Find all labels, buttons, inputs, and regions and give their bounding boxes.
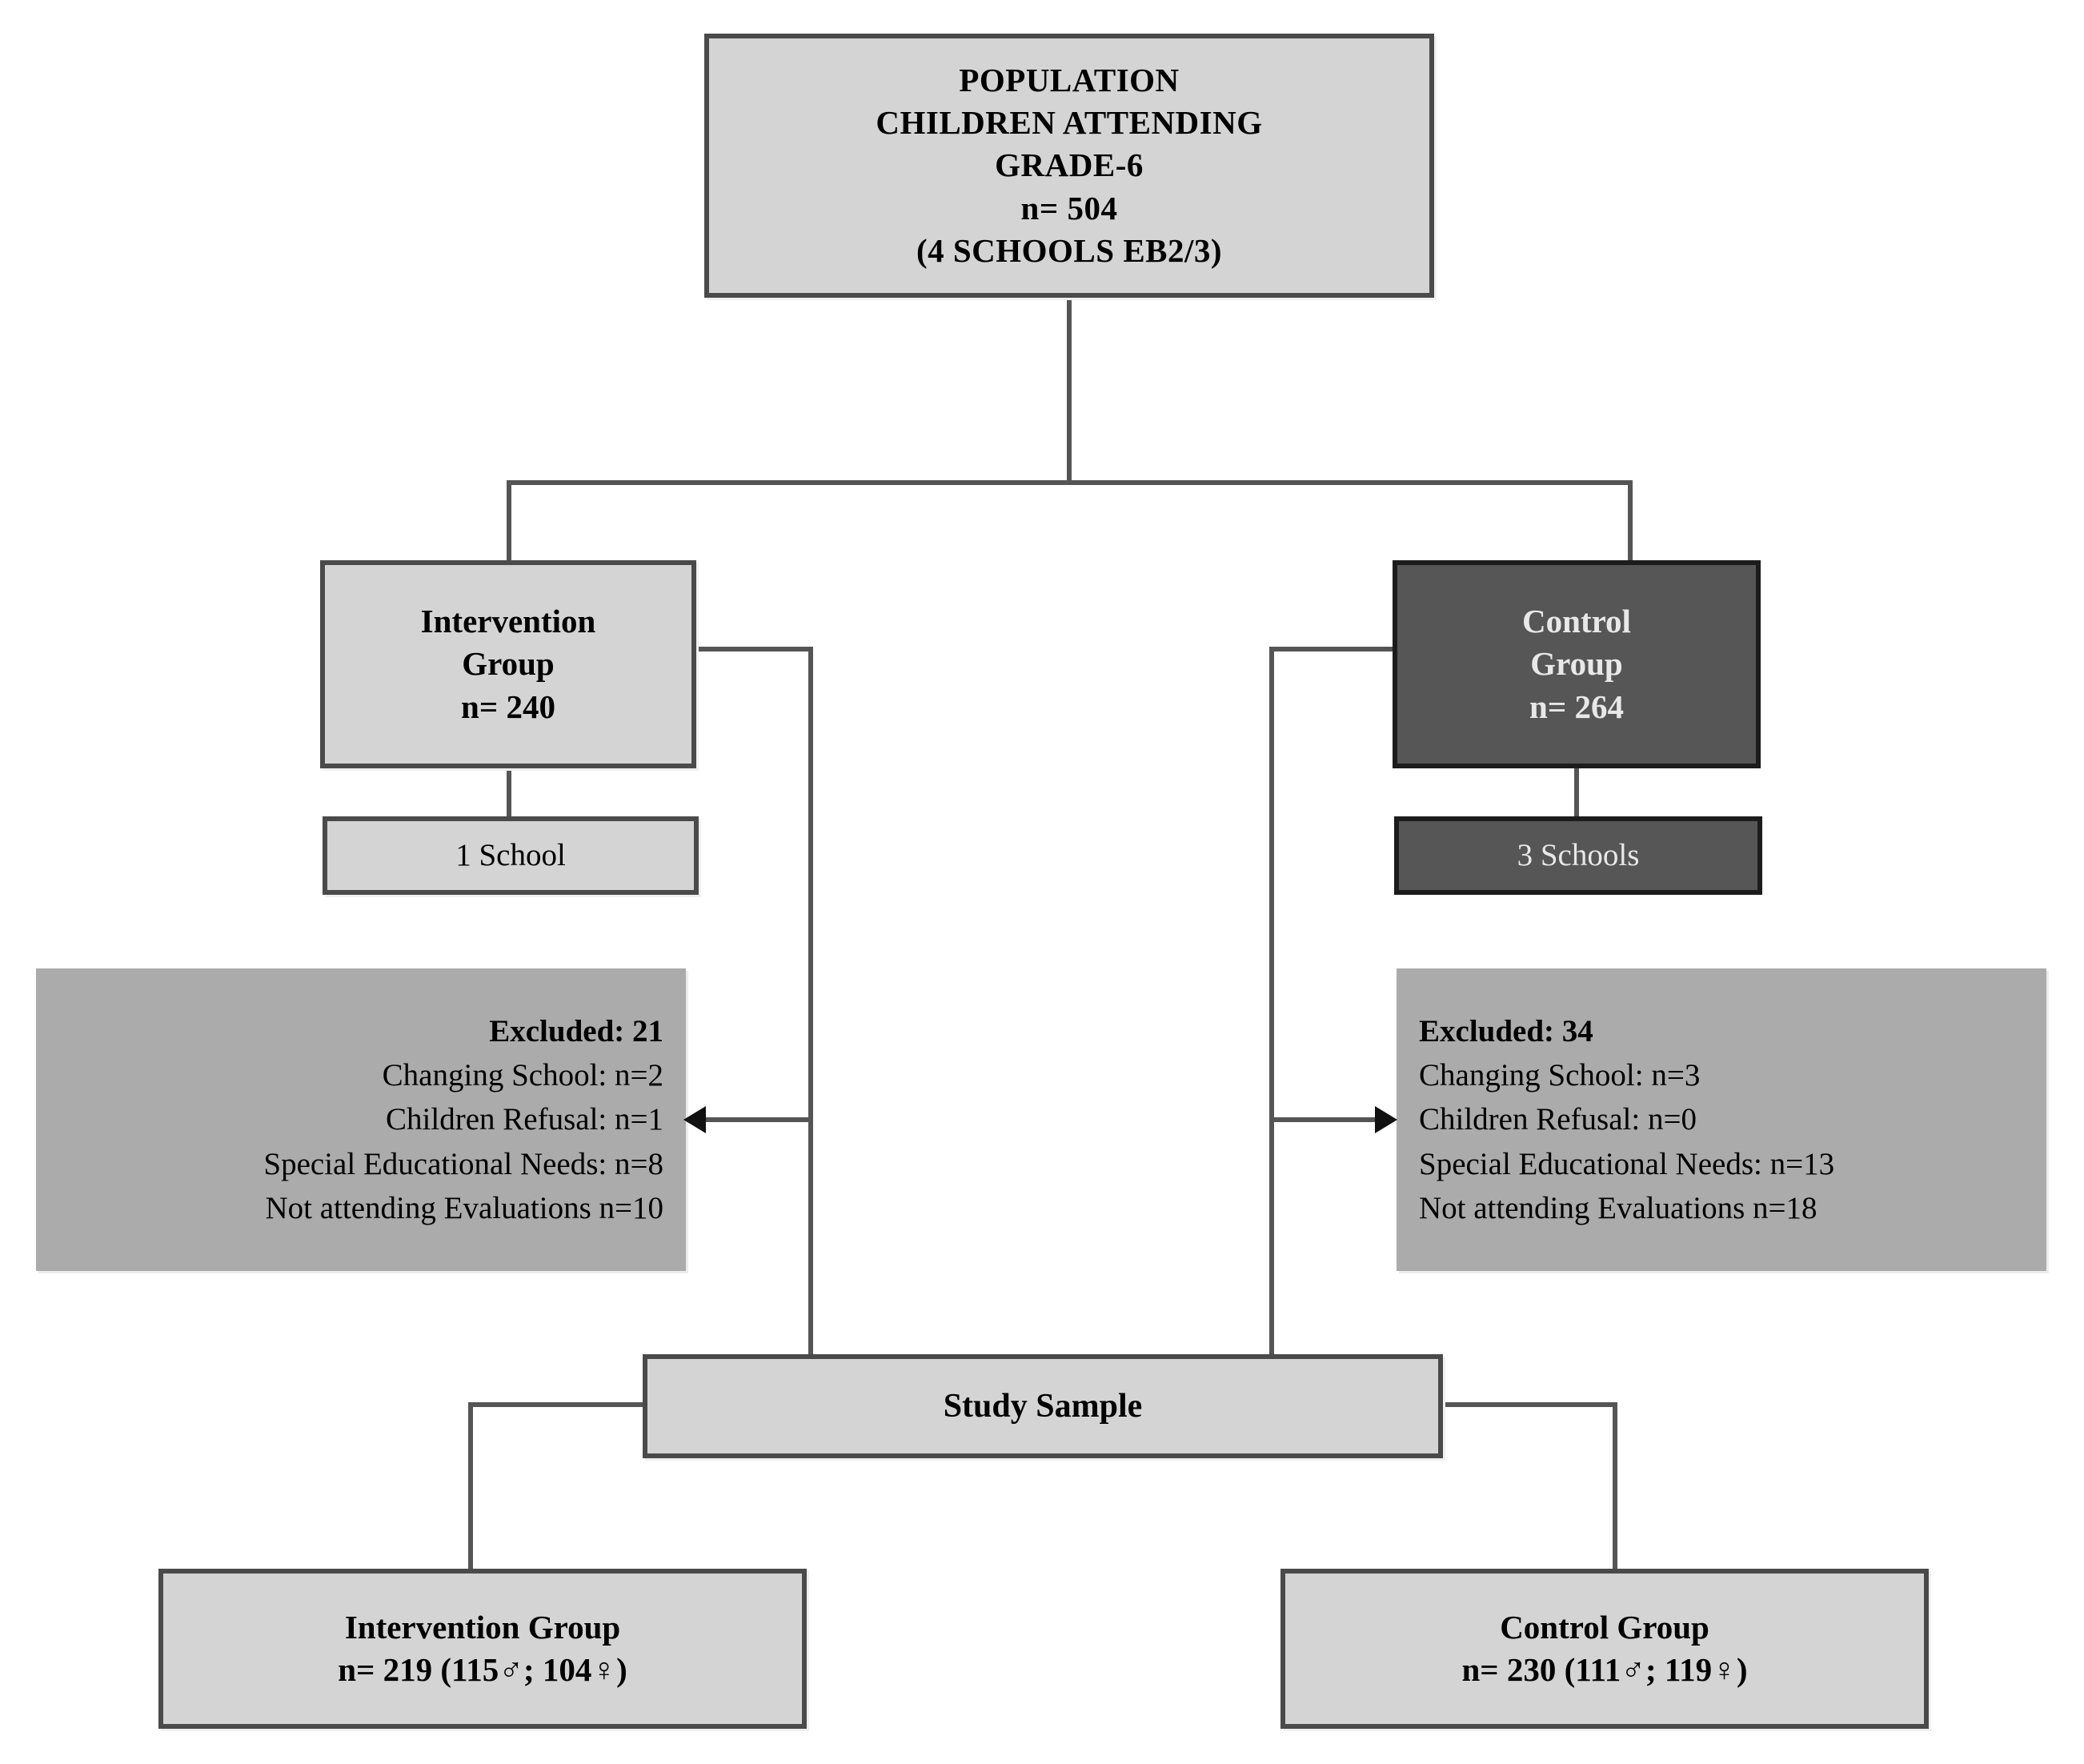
- connector-arrow-line-left: [703, 1117, 812, 1122]
- control-group-box: Control Group n= 264: [1393, 560, 1761, 768]
- population-line-1: POPULATION: [959, 61, 1180, 98]
- control-line-3: n= 264: [1529, 688, 1624, 725]
- excluded-right-header: Excluded: 34: [1419, 1013, 1593, 1048]
- control-schools-label: 3 Schools: [1517, 837, 1640, 872]
- population-line-3: GRADE-6: [995, 146, 1144, 184]
- connector-sample-right-out: [1438, 1402, 1617, 1407]
- intervention-schools-label: 1 School: [455, 837, 566, 872]
- final-control-group-box: Control Group n= 230 (111♂; 119♀): [1280, 1569, 1929, 1729]
- intervention-line-3: n= 240: [461, 688, 555, 725]
- control-line-1: Control: [1522, 603, 1631, 640]
- connector-intervention-side-out: [695, 647, 813, 651]
- final-control-line-2: n= 230 (111♂; 119♀): [1461, 1651, 1748, 1688]
- study-sample-box: Study Sample: [643, 1354, 1443, 1458]
- arrow-to-excluded-left-icon: [683, 1106, 706, 1133]
- connector-arrow-line-right: [1269, 1117, 1378, 1122]
- connector-bus-to-control: [1628, 480, 1633, 563]
- population-line-4: n= 504: [1020, 189, 1118, 227]
- final-intervention-line-1: Intervention Group: [344, 1608, 621, 1646]
- study-sample-label: Study Sample: [943, 1387, 1143, 1425]
- excluded-left-box: Excluded: 21 Changing School: n=2 Childr…: [36, 968, 686, 1271]
- final-control-line-1: Control Group: [1500, 1608, 1709, 1646]
- excluded-left-header: Excluded: 21: [489, 1013, 663, 1048]
- population-box: POPULATION CHILDREN ATTENDING GRADE-6 n=…: [704, 34, 1434, 298]
- intervention-line-2: Group: [462, 645, 555, 683]
- excluded-right-reason-3: Special Educational Needs: n=13: [1419, 1146, 1835, 1181]
- excluded-right-reason-1: Changing School: n=3: [1419, 1057, 1701, 1092]
- excluded-right-box: Excluded: 34 Changing School: n=3 Childr…: [1397, 968, 2046, 1271]
- connector-control-to-schools: [1574, 767, 1579, 818]
- connector-intervention-to-schools: [507, 767, 511, 818]
- excluded-left-reason-4: Not attending Evaluations n=10: [265, 1191, 664, 1226]
- connector-sample-left-down: [468, 1402, 473, 1572]
- population-line-2: CHILDREN ATTENDING: [876, 104, 1263, 142]
- intervention-group-box: Intervention Group n= 240: [320, 560, 696, 768]
- connector-intervention-side-down: [808, 647, 813, 1357]
- population-line-5: (4 SCHOOLS EB2/3): [916, 231, 1223, 269]
- intervention-line-1: Intervention: [420, 603, 596, 640]
- control-line-2: Group: [1530, 645, 1623, 683]
- connector-control-side-down: [1269, 647, 1274, 1357]
- excluded-left-reason-2: Children Refusal: n=1: [386, 1102, 663, 1137]
- connector-sample-right-down: [1613, 1402, 1617, 1572]
- final-intervention-group-box: Intervention Group n= 219 (115♂; 104♀): [158, 1569, 807, 1729]
- arrow-to-excluded-right-icon: [1375, 1106, 1397, 1133]
- connector-sample-left-out: [468, 1402, 647, 1407]
- excluded-left-reason-3: Special Educational Needs: n=8: [263, 1146, 663, 1181]
- excluded-right-reason-4: Not attending Evaluations n=18: [1419, 1191, 1817, 1226]
- excluded-left-reason-1: Changing School: n=2: [382, 1057, 663, 1092]
- connector-control-side-out: [1269, 647, 1396, 651]
- control-schools-box: 3 Schools: [1394, 816, 1762, 895]
- connector-population-down: [1067, 296, 1072, 483]
- final-intervention-line-2: n= 219 (115♂; 104♀): [338, 1651, 627, 1688]
- excluded-right-reason-2: Children Refusal: n=0: [1419, 1102, 1697, 1137]
- connector-bus-to-intervention: [507, 480, 511, 563]
- intervention-schools-box: 1 School: [323, 816, 699, 895]
- connector-split-bus: [507, 480, 1633, 485]
